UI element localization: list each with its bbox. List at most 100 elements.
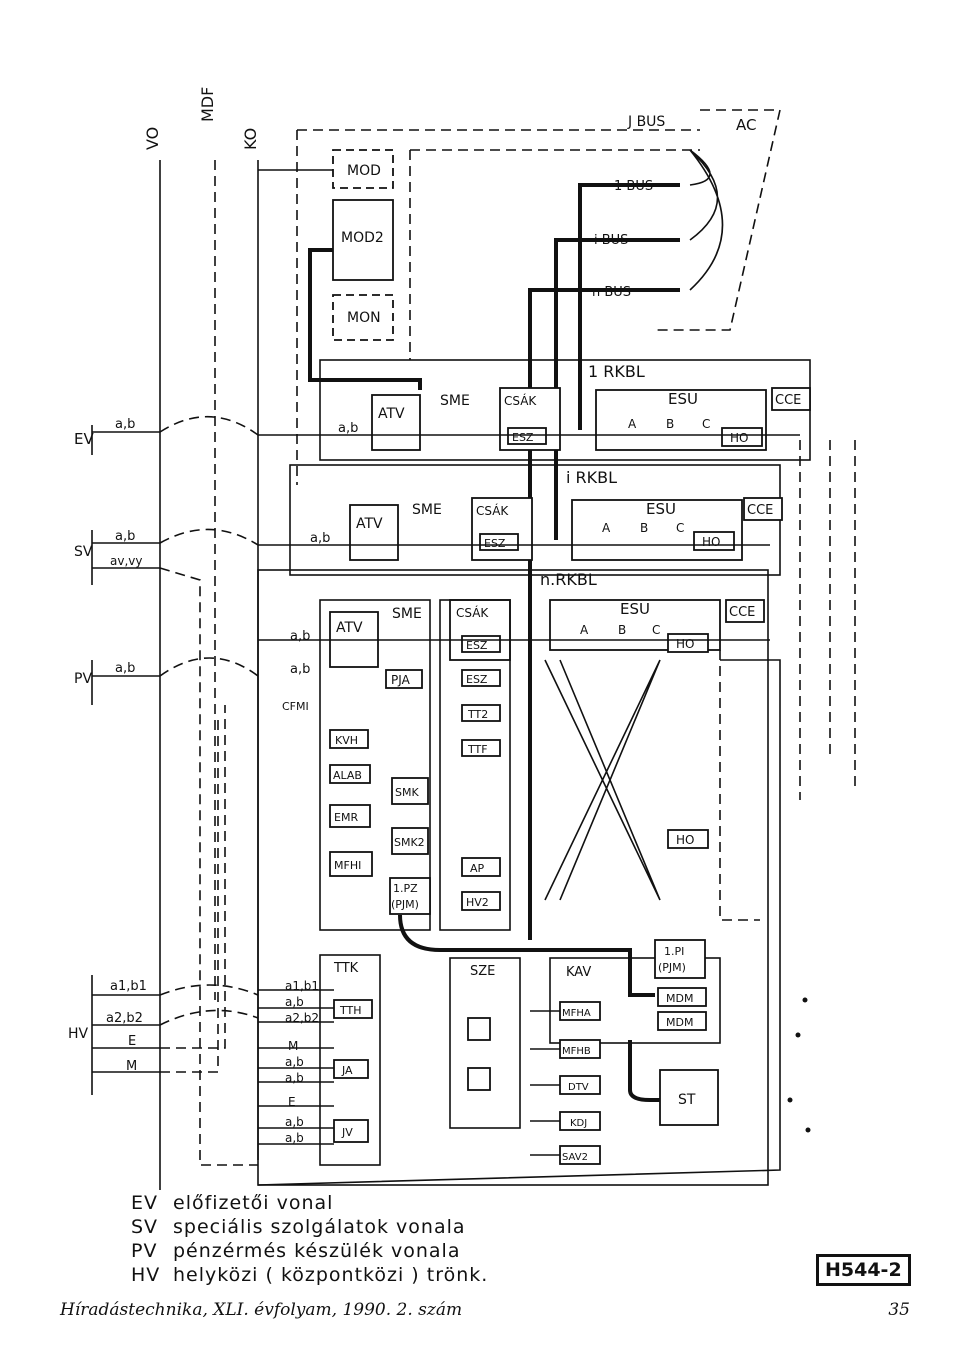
esun-b: B: [618, 623, 626, 637]
kav-label: KAV: [566, 965, 591, 980]
figure-code: H544-2: [816, 1254, 911, 1286]
journal-citation: Híradástechnika, XLI. évfolyam, 1990. 2.…: [60, 1300, 463, 1320]
legend-key: EV: [131, 1192, 159, 1214]
mfhb-label: MFHB: [562, 1046, 591, 1057]
sme-1-label: SME: [440, 393, 470, 409]
hv-a2b2-label: a2,b2: [106, 1011, 143, 1026]
esu1-b: B: [666, 417, 674, 431]
pjm-mid-label: (PJM): [391, 898, 419, 911]
legend-value: helyközi ( központközi ) trönk.: [173, 1264, 489, 1286]
pv-ab-inner: a,b: [290, 662, 310, 677]
mon-label: MON: [347, 310, 381, 326]
tt2-label: TT2: [467, 708, 488, 721]
sav2-label: SAV2: [562, 1152, 588, 1163]
atv-n-label: ATV: [336, 620, 363, 636]
b-a2b2: a2,b2: [285, 1011, 319, 1025]
bus-n-label: n BUS: [592, 285, 631, 300]
rkbl-1-label: 1 RKBL: [588, 362, 645, 381]
legend-hv: HV helyközi ( központközi ) trönk.: [131, 1264, 488, 1286]
rkbl-i-label: i RKBL: [566, 468, 617, 487]
cce-2-label: CCE: [747, 503, 773, 518]
mdm2-label: MDM: [666, 1016, 693, 1029]
hv-e-label: E: [128, 1034, 136, 1049]
legend-pv: PV pénzérmés készülék vonala: [131, 1240, 460, 1262]
esu2-c: C: [676, 521, 684, 535]
b-ab5: a,b: [285, 1131, 304, 1145]
legend-value: pénzérmés készülék vonala: [173, 1240, 461, 1262]
pv-ab-label: a,b: [115, 661, 135, 676]
ja-label: JA: [341, 1064, 353, 1077]
legend-key: HV: [131, 1264, 161, 1286]
csak-1-label: CSÁK: [504, 393, 537, 408]
hv-m-label: M: [126, 1059, 137, 1074]
pjm-bottom-label: (PJM): [658, 961, 686, 974]
esun-c: C: [652, 623, 660, 637]
page-footer: Híradástechnika, XLI. évfolyam, 1990. 2.…: [60, 1300, 910, 1320]
ttf-label: TTF: [467, 743, 488, 756]
mod2-label: MOD2: [341, 230, 384, 246]
mod-label: MOD: [347, 163, 381, 179]
ac-label: AC: [736, 116, 756, 134]
ho-2-label: HO: [702, 535, 720, 549]
legend-key: SV: [131, 1216, 159, 1238]
sv-avvy-label: av,vy: [110, 554, 142, 568]
ab-n-label: a,b: [290, 629, 310, 644]
esu-2-label: ESU: [646, 500, 676, 518]
dtv-label: DTV: [568, 1082, 589, 1093]
esu1-a: A: [628, 417, 637, 431]
ttk-label: TTK: [333, 961, 359, 976]
cfmi-label: CFMI: [282, 700, 309, 713]
esu-1-label: ESU: [668, 390, 698, 408]
pja-label: PJA: [391, 673, 411, 687]
esu-n-label: ESU: [620, 600, 650, 618]
smk2-label: SMK2: [394, 836, 425, 849]
b-ab3: a,b: [285, 1071, 304, 1085]
mdm1-label: MDM: [666, 992, 693, 1005]
vo-label: VO: [143, 127, 162, 150]
hv-a1b1-label: a1,b1: [110, 979, 147, 994]
rkbl-n-label: n.RKBL: [540, 570, 597, 589]
mfha-label: MFHA: [562, 1008, 591, 1019]
b-ab2: a,b: [285, 1055, 304, 1069]
b-ab4: a,b: [285, 1115, 304, 1129]
cce-1-label: CCE: [775, 393, 801, 408]
cce-n-label: CCE: [729, 605, 755, 620]
hv-label: HV: [68, 1026, 89, 1042]
atv-1-label: ATV: [378, 406, 405, 422]
ho-mid-label: HO: [676, 833, 694, 847]
legend-key: PV: [131, 1240, 158, 1262]
ev-label: EV: [74, 430, 94, 448]
pv-label: PV: [74, 671, 92, 687]
jv-label: JV: [341, 1126, 353, 1139]
atv-2-label: ATV: [356, 516, 383, 532]
esz-1-label: ESZ: [512, 431, 534, 444]
legend-value: speciális szolgálatok vonala: [173, 1216, 466, 1238]
tth-label: TTH: [339, 1004, 362, 1017]
ab-2-label: a,b: [310, 531, 330, 546]
esu1-c: C: [702, 417, 710, 431]
sv-ab-label: a,b: [115, 529, 135, 544]
p1pi-label: 1.PI: [664, 945, 684, 958]
b-a1b1: a1,b1: [285, 979, 319, 993]
kvh-label: KVH: [335, 734, 358, 747]
st-label: ST: [678, 1092, 696, 1108]
kdj-label: KDJ: [570, 1118, 587, 1129]
ho-1-label: HO: [730, 431, 748, 445]
emr-label: EMR: [334, 811, 358, 824]
b-ab1: a,b: [285, 995, 304, 1009]
ab-1-label: a,b: [338, 421, 358, 436]
b-e: E: [288, 1095, 296, 1109]
sze-label: SZE: [470, 964, 495, 979]
bus-j-label: J BUS: [627, 114, 665, 130]
mfhi-label: MFHI: [334, 859, 361, 872]
esz-2-label: ESZ: [484, 537, 506, 550]
esz-pv-label: ESZ: [466, 673, 488, 686]
alab-label: ALAB: [333, 769, 362, 782]
ho-n-label: HO: [676, 637, 694, 651]
csak-n-label: CSÁK: [456, 605, 489, 620]
esu2-b: B: [640, 521, 648, 535]
page-number: 35: [888, 1300, 910, 1320]
smk-label: SMK: [395, 786, 419, 799]
